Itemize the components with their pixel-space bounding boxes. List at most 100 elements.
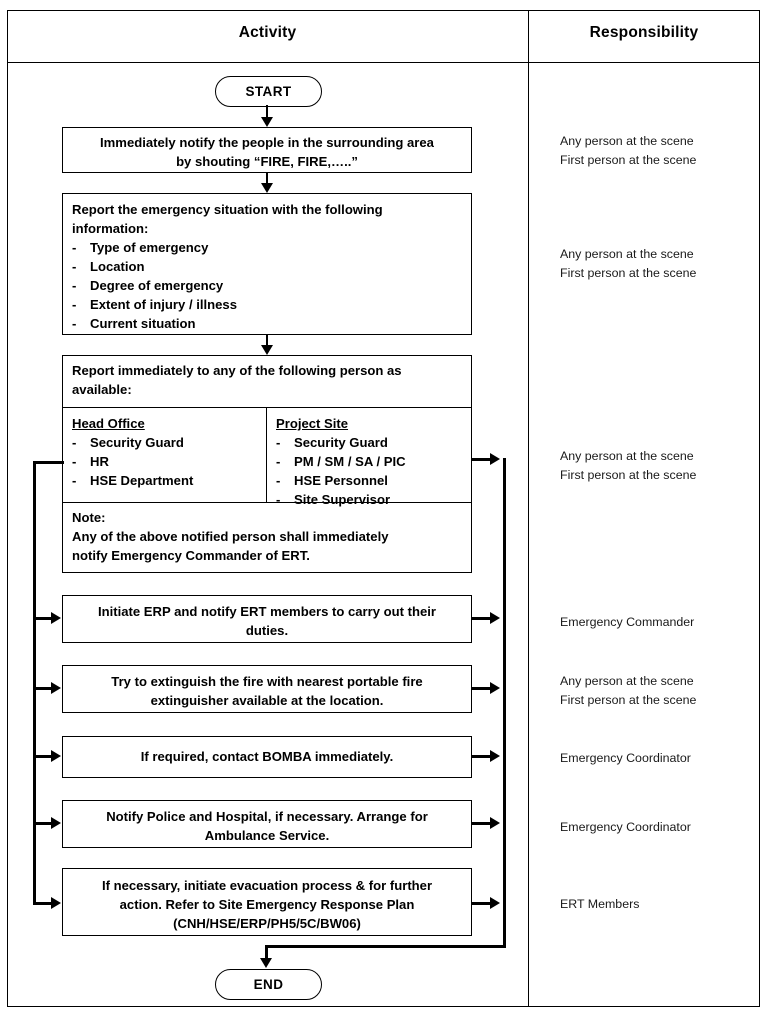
left-return-bus-vertical — [33, 461, 37, 905]
start-label: START — [245, 84, 292, 99]
head-office-item-label: HSE Department — [90, 472, 194, 488]
project-site-item: -PM / SM / SA / PIC — [276, 453, 462, 472]
left-return-bus-top-branch — [33, 461, 64, 465]
step2-item: -Location — [72, 258, 462, 277]
head-office-title: Head Office — [72, 415, 145, 431]
bullet-dash: - — [276, 434, 281, 450]
step3-intro-line2: available: — [72, 381, 132, 397]
resp-line: First person at the scene — [560, 468, 697, 483]
bullet-dash: - — [72, 434, 77, 450]
step3-divider-bottom — [63, 501, 471, 503]
step2-item-label: Extent of injury / illness — [90, 296, 237, 312]
right-branch-step4 — [472, 617, 492, 621]
bullet-dash: - — [276, 472, 281, 488]
resp-line: First person at the scene — [560, 266, 697, 281]
step1-line1: Immediately notify the people in the sur… — [100, 135, 434, 150]
resp-line: Emergency Commander — [560, 615, 695, 629]
connector-step2-to-step3 — [266, 335, 269, 348]
left-branch-step7 — [33, 822, 53, 826]
step2-item-label: Current situation — [90, 315, 196, 331]
connector-step1-to-step2 — [266, 173, 269, 185]
responsibility-step6: Emergency Coordinator — [560, 749, 760, 768]
arrowhead-right-step6 — [490, 750, 500, 762]
step5-line2: extinguisher available at the location. — [150, 692, 384, 708]
header-separator — [7, 62, 760, 63]
resp-line: Any person at the scene — [560, 134, 694, 148]
step4-box: Initiate ERP and notify ERT members to c… — [62, 595, 472, 643]
arrowhead-left-step4 — [51, 612, 61, 624]
step8-line3: (CNH/HSE/ERP/PH5/5C/BW06) — [173, 915, 361, 931]
arrowhead-left-step6 — [51, 750, 61, 762]
arrowhead-to-end — [259, 958, 272, 968]
left-branch-step4 — [33, 617, 53, 621]
project-site-item-label: Security Guard — [294, 434, 388, 450]
step2-item-label: Type of emergency — [90, 239, 209, 255]
responsibility-step1: Any person at the scene First person at … — [560, 132, 760, 170]
step2-item: -Current situation — [72, 315, 462, 334]
resp-line: Any person at the scene — [560, 674, 694, 688]
step1-box: Immediately notify the people in the sur… — [62, 127, 472, 173]
step1-line2-prefix: by shouting “ — [176, 153, 261, 169]
arrowhead-right-step8 — [490, 897, 500, 909]
right-branch-step8 — [472, 902, 492, 906]
arrowhead-right-step5 — [490, 682, 500, 694]
project-site-item-label: Site Supervisor — [294, 491, 391, 507]
end-terminator: END — [215, 969, 322, 1000]
head-office-item: -Security Guard — [72, 434, 257, 453]
step8-box: If necessary, initiate evacuation proces… — [62, 868, 472, 936]
step1-line2-bold: FIRE, FIRE,….. — [260, 153, 352, 169]
resp-line: Emergency Coordinator — [560, 751, 691, 765]
resp-line: Emergency Coordinator — [560, 820, 691, 834]
step8-line2: action. Refer to Site Emergency Response… — [119, 896, 415, 912]
arrowhead-step1-to-step2 — [260, 183, 273, 193]
arrowhead-left-step8 — [51, 897, 61, 909]
step3-divider-top — [63, 406, 471, 408]
resp-line: Any person at the scene — [560, 449, 694, 463]
step7-line1: Notify Police and Hospital, if necessary… — [106, 809, 428, 824]
arrowhead-left-step7 — [51, 817, 61, 829]
left-branch-step5 — [33, 687, 53, 691]
project-site-item: -Site Supervisor — [276, 491, 462, 510]
step3-intro-line1: Report immediately to any of the followi… — [72, 363, 402, 378]
step1-line2: by shouting “FIRE, FIRE,…..” — [72, 153, 462, 172]
bullet-dash: - — [72, 315, 77, 331]
responsibility-step2: Any person at the scene First person at … — [560, 245, 760, 283]
step2-item: -Extent of injury / illness — [72, 296, 462, 315]
bullet-dash: - — [72, 258, 77, 274]
note-bold: Emergency Commander — [111, 547, 262, 563]
resp-line: ERT Members — [560, 897, 640, 911]
step3-note-line1: Any of the above notified person shall i… — [72, 528, 389, 544]
head-office-panel: Head Office -Security Guard -HR -HSE Dep… — [63, 408, 266, 502]
step2-item-label: Location — [90, 258, 145, 274]
step1-line2-suffix: ” — [351, 153, 358, 169]
right-branch-step3 — [472, 458, 492, 462]
head-office-item-label: Security Guard — [90, 434, 184, 450]
start-terminator: START — [215, 76, 322, 107]
arrowhead-step2-to-step3 — [260, 345, 273, 355]
bus-to-end-vertical — [265, 945, 269, 961]
bullet-dash: - — [72, 239, 77, 255]
step4-line1: Initiate ERP and notify ERT members to c… — [97, 604, 437, 619]
left-branch-step6 — [33, 755, 53, 759]
note-prefix: notify — [72, 547, 112, 563]
project-site-title: Project Site — [276, 415, 349, 431]
arrowhead-right-step7 — [490, 817, 500, 829]
header-responsibility: Responsibility — [589, 24, 699, 41]
column-separator — [528, 10, 529, 1007]
responsibility-step7: Emergency Coordinator — [560, 818, 760, 837]
resp-line: First person at the scene — [560, 693, 697, 708]
arrowhead-right-step3 — [490, 453, 500, 465]
responsibility-step8: ERT Members — [560, 895, 760, 914]
project-site-panel: Project Site -Security Guard -PM / SM / … — [266, 407, 471, 507]
responsibility-step4: Emergency Commander — [560, 613, 760, 632]
step2-item: -Degree of emergency — [72, 277, 462, 296]
step3-box: Report immediately to any of the followi… — [62, 355, 472, 573]
responsibility-step3: Any person at the scene First person at … — [560, 447, 760, 485]
table-border — [7, 10, 760, 1007]
connector-start-to-step1 — [266, 105, 269, 119]
bullet-dash: - — [72, 296, 77, 312]
resp-line: Any person at the scene — [560, 247, 694, 261]
head-office-item: -HR — [72, 453, 257, 472]
bullet-dash: - — [72, 453, 77, 469]
